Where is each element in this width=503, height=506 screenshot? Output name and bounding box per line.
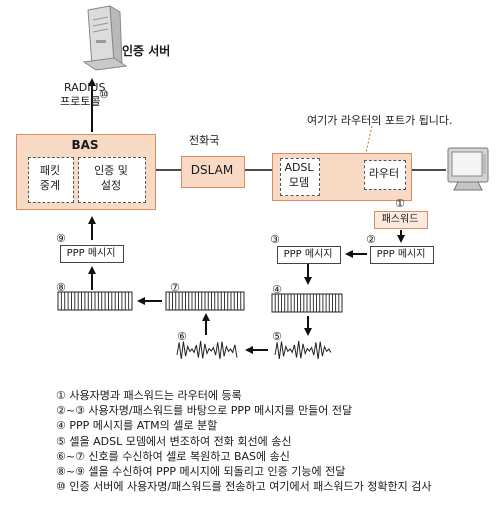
cells-step8 (57, 291, 133, 311)
ppp-message-middle (277, 246, 341, 264)
protocol-label: 프로토콜 (60, 95, 101, 108)
step-desc-7: ⑩ 인증 서버에 사용자명/패스워드를 전송하고 여기에서 패스워드가 정확한지… (56, 480, 432, 494)
router-port-note: 여기가 라우터의 포트가 됩니다. (307, 114, 453, 127)
packet-relay-box (28, 157, 74, 203)
bas-label: BAS (71, 138, 99, 152)
cells-step4 (271, 293, 343, 313)
ppp-message-middle-label: PPP 메시지 (283, 249, 333, 260)
auth-setup-label-2: 설정 (100, 179, 122, 192)
auth-setup-box (78, 157, 146, 203)
step-5-mark: ⑤ (272, 330, 282, 343)
step-10-mark: ⑩ (99, 88, 109, 101)
ppp-message-left-label: PPP 메시지 (66, 248, 116, 259)
step-desc-3: ④ PPP 메시지를 ATM의 셀로 분할 (56, 419, 218, 433)
password-box (374, 211, 428, 229)
step-desc-1: ① 사용자명과 패스워드는 라우터에 등록 (56, 389, 242, 402)
dslam-label: DSLAM (190, 163, 234, 177)
pc-icon (447, 147, 489, 191)
ppp-message-right-label: PPP 메시지 (376, 249, 426, 260)
ppp-message-left (60, 245, 124, 263)
step-9-mark: ⑨ (56, 232, 66, 245)
wave-step6 (176, 340, 238, 360)
auth-server-label: 인증 서버 (122, 44, 171, 58)
adsl-modem-label-2: 모뎀 (288, 176, 310, 189)
port-pointer (362, 125, 373, 167)
step-desc-5: ⑥~⑦ 신호를 수신하여 셀로 복원하고 BAS에 송신 (56, 449, 290, 463)
step-3-mark: ③ (270, 233, 280, 246)
step-desc-6: ⑧~⑨ 셀을 수신하여 PPP 메시지에 되돌리고 인증 기능에 전달 (56, 465, 346, 479)
wave-step5 (274, 340, 332, 360)
packet-relay-label-2: 중계 (39, 179, 61, 192)
step-desc-2: ②~③ 사용자명/패스워드를 바탕으로 PPP 메시지를 만들어 전달 (56, 404, 353, 418)
step-4-mark: ④ (272, 283, 282, 296)
step-8-mark: ⑧ (56, 281, 66, 294)
ppp-message-right (370, 246, 434, 264)
step-desc-4: ⑤ 셀을 ADSL 모뎀에서 변조하여 전화 회선에 송신 (56, 434, 292, 448)
exchange-label: 전화국 (189, 134, 220, 147)
radius-label: RADIUS (64, 81, 106, 94)
cells-step7 (165, 291, 245, 311)
adsl-modem-label-1: ADSL (284, 161, 314, 174)
step-2-mark: ② (366, 233, 376, 246)
packet-relay-label-1: 패킷 (39, 164, 61, 177)
router-box (364, 160, 406, 190)
step-1-mark: ① (395, 197, 405, 210)
password-label: 패스워드 (381, 214, 419, 225)
step-7-mark: ⑦ (170, 281, 180, 294)
step-6-mark: ⑥ (177, 330, 187, 343)
dslam-box (181, 156, 245, 188)
router-label: 라우터 (368, 167, 400, 180)
adsl-modem-box (280, 158, 320, 196)
step-descriptions: ① 사용자명과 패스워드는 라우터에 등록 ②~③ 사용자명/패스워드를 바탕으… (56, 388, 432, 494)
server-icon (82, 5, 128, 71)
auth-setup-label-1: 인증 및 (94, 164, 128, 177)
